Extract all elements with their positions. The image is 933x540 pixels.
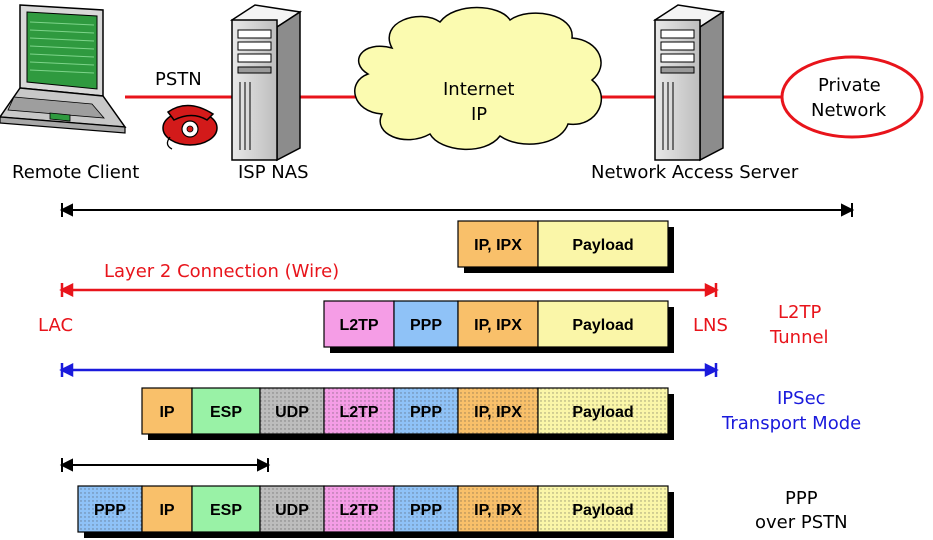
telephone-icon (162, 104, 218, 150)
encrypted-pattern (538, 486, 668, 532)
packet-cell-label: PPP (410, 317, 442, 334)
packet-cell-label: IP, IPX (474, 502, 522, 519)
laptop-icon (0, 4, 127, 134)
packet-cell-label: Payload (572, 404, 633, 421)
packet-cell-label: PPP (94, 502, 126, 519)
encrypted-pattern (260, 388, 324, 434)
packet-cell-box (537, 220, 669, 268)
encrypted-pattern (458, 486, 538, 532)
pstn-label: PSTN (155, 69, 202, 90)
packet-cell-box (191, 485, 261, 533)
internet-cloud-icon (354, 6, 603, 150)
network-access-server-label: Network Access Server (591, 162, 799, 183)
packet-stack-row: PPP IP ESP UDP L2TP PPP IP, IPX Payload (77, 485, 674, 538)
l2tp-tunnel-arrow (59, 282, 719, 298)
packet-cell: Payload (537, 220, 669, 268)
packet-cell: IP (141, 387, 193, 435)
packet-cell-label: IP (159, 502, 174, 519)
internet-label: Internet (443, 79, 515, 100)
ppp-pstn-label-line2: over PSTN (755, 512, 848, 533)
packet-cell: IP (141, 485, 193, 533)
packet-cell-label: UDP (275, 404, 309, 421)
l2tp-tunnel-label-line2: Tunnel (770, 327, 829, 348)
packet-cell-label: ESP (210, 404, 242, 421)
encrypted-pattern (538, 388, 668, 434)
lac-label: LAC (38, 315, 74, 336)
packet-cell: UDP (259, 387, 325, 435)
ipsec-arrow (59, 362, 719, 378)
encrypted-pattern (324, 388, 394, 434)
private-label: Private (818, 75, 881, 96)
packet-stack-row: IP ESP UDP L2TP PPP IP, IPX Payload (141, 387, 674, 440)
packet-cell-label: L2TP (339, 317, 378, 334)
packet-cell: PPP (393, 387, 459, 435)
packet-cell-label: Payload (572, 317, 633, 334)
packet-cell: Payload (537, 485, 669, 533)
packet-cell-label: IP, IPX (474, 404, 522, 421)
packet-cell: IP, IPX (457, 387, 539, 435)
packet-stack-row: IP, IPX Payload (457, 220, 674, 273)
private-network-ellipse (780, 55, 924, 139)
packet-cell-label: IP, IPX (474, 317, 522, 334)
packet-cell-box (141, 485, 193, 533)
encrypted-pattern (78, 486, 142, 532)
encrypted-pattern (394, 486, 458, 532)
network-access-server-icon (652, 4, 726, 162)
packet-cell: IP, IPX (457, 485, 539, 533)
encrypted-pattern (458, 388, 538, 434)
packet-cell-box (141, 387, 193, 435)
packet-cell: L2TP (323, 485, 395, 533)
lns-label: LNS (693, 315, 728, 336)
packet-cell-box (323, 300, 395, 348)
ppp-pstn-arrow (59, 458, 271, 472)
packet-cell-label: ESP (210, 502, 242, 519)
packet-cell: Payload (537, 300, 669, 348)
packet-cell-label: Payload (572, 502, 633, 519)
packet-cell-label: L2TP (339, 404, 378, 421)
isp-nas-server-icon (229, 4, 303, 162)
packet-cell: IP, IPX (457, 300, 539, 348)
packet-cell: PPP (393, 485, 459, 533)
packet-cell: L2TP (323, 387, 395, 435)
packet-cell-box (537, 300, 669, 348)
encrypted-pattern (394, 388, 458, 434)
encrypted-pattern (324, 486, 394, 532)
encrypted-pattern (260, 486, 324, 532)
packet-cell-label: IP, IPX (474, 237, 522, 254)
remote-client-label: Remote Client (12, 162, 140, 183)
packet-cell: PPP (393, 300, 459, 348)
ipsec-label-line2: Transport Mode (722, 413, 862, 434)
packet-cell-box (393, 300, 459, 348)
ipsec-label-line1: IPSec (777, 388, 826, 409)
packet-cell: IP, IPX (457, 220, 539, 268)
packet-cell: ESP (191, 387, 261, 435)
packet-cell: Payload (537, 387, 669, 435)
ip-cloud-label: IP (471, 104, 488, 125)
ppp-pstn-label-line1: PPP (785, 488, 818, 509)
packet-cell-box (457, 220, 539, 268)
packet-cell-label: UDP (275, 502, 309, 519)
packet-cell-label: PPP (410, 404, 442, 421)
end-to-end-arrow (59, 203, 855, 217)
isp-nas-label: ISP NAS (238, 162, 309, 183)
packet-cell-box (191, 387, 261, 435)
packet-cell: L2TP (323, 300, 395, 348)
l2tp-tunnel-label-line1: L2TP (778, 302, 822, 323)
packet-cell: ESP (191, 485, 261, 533)
packet-cell: PPP (77, 485, 143, 533)
layer2-connection-label: Layer 2 Connection (Wire) (104, 261, 340, 282)
packet-cell-label: Payload (572, 237, 633, 254)
packet-cell: UDP (259, 485, 325, 533)
packet-cell-label: IP (159, 404, 174, 421)
packet-cell-label: L2TP (339, 502, 378, 519)
network-label: Network (811, 100, 887, 121)
packet-cell-label: PPP (410, 502, 442, 519)
packet-stack-row: L2TP PPP IP, IPX Payload (323, 300, 674, 353)
